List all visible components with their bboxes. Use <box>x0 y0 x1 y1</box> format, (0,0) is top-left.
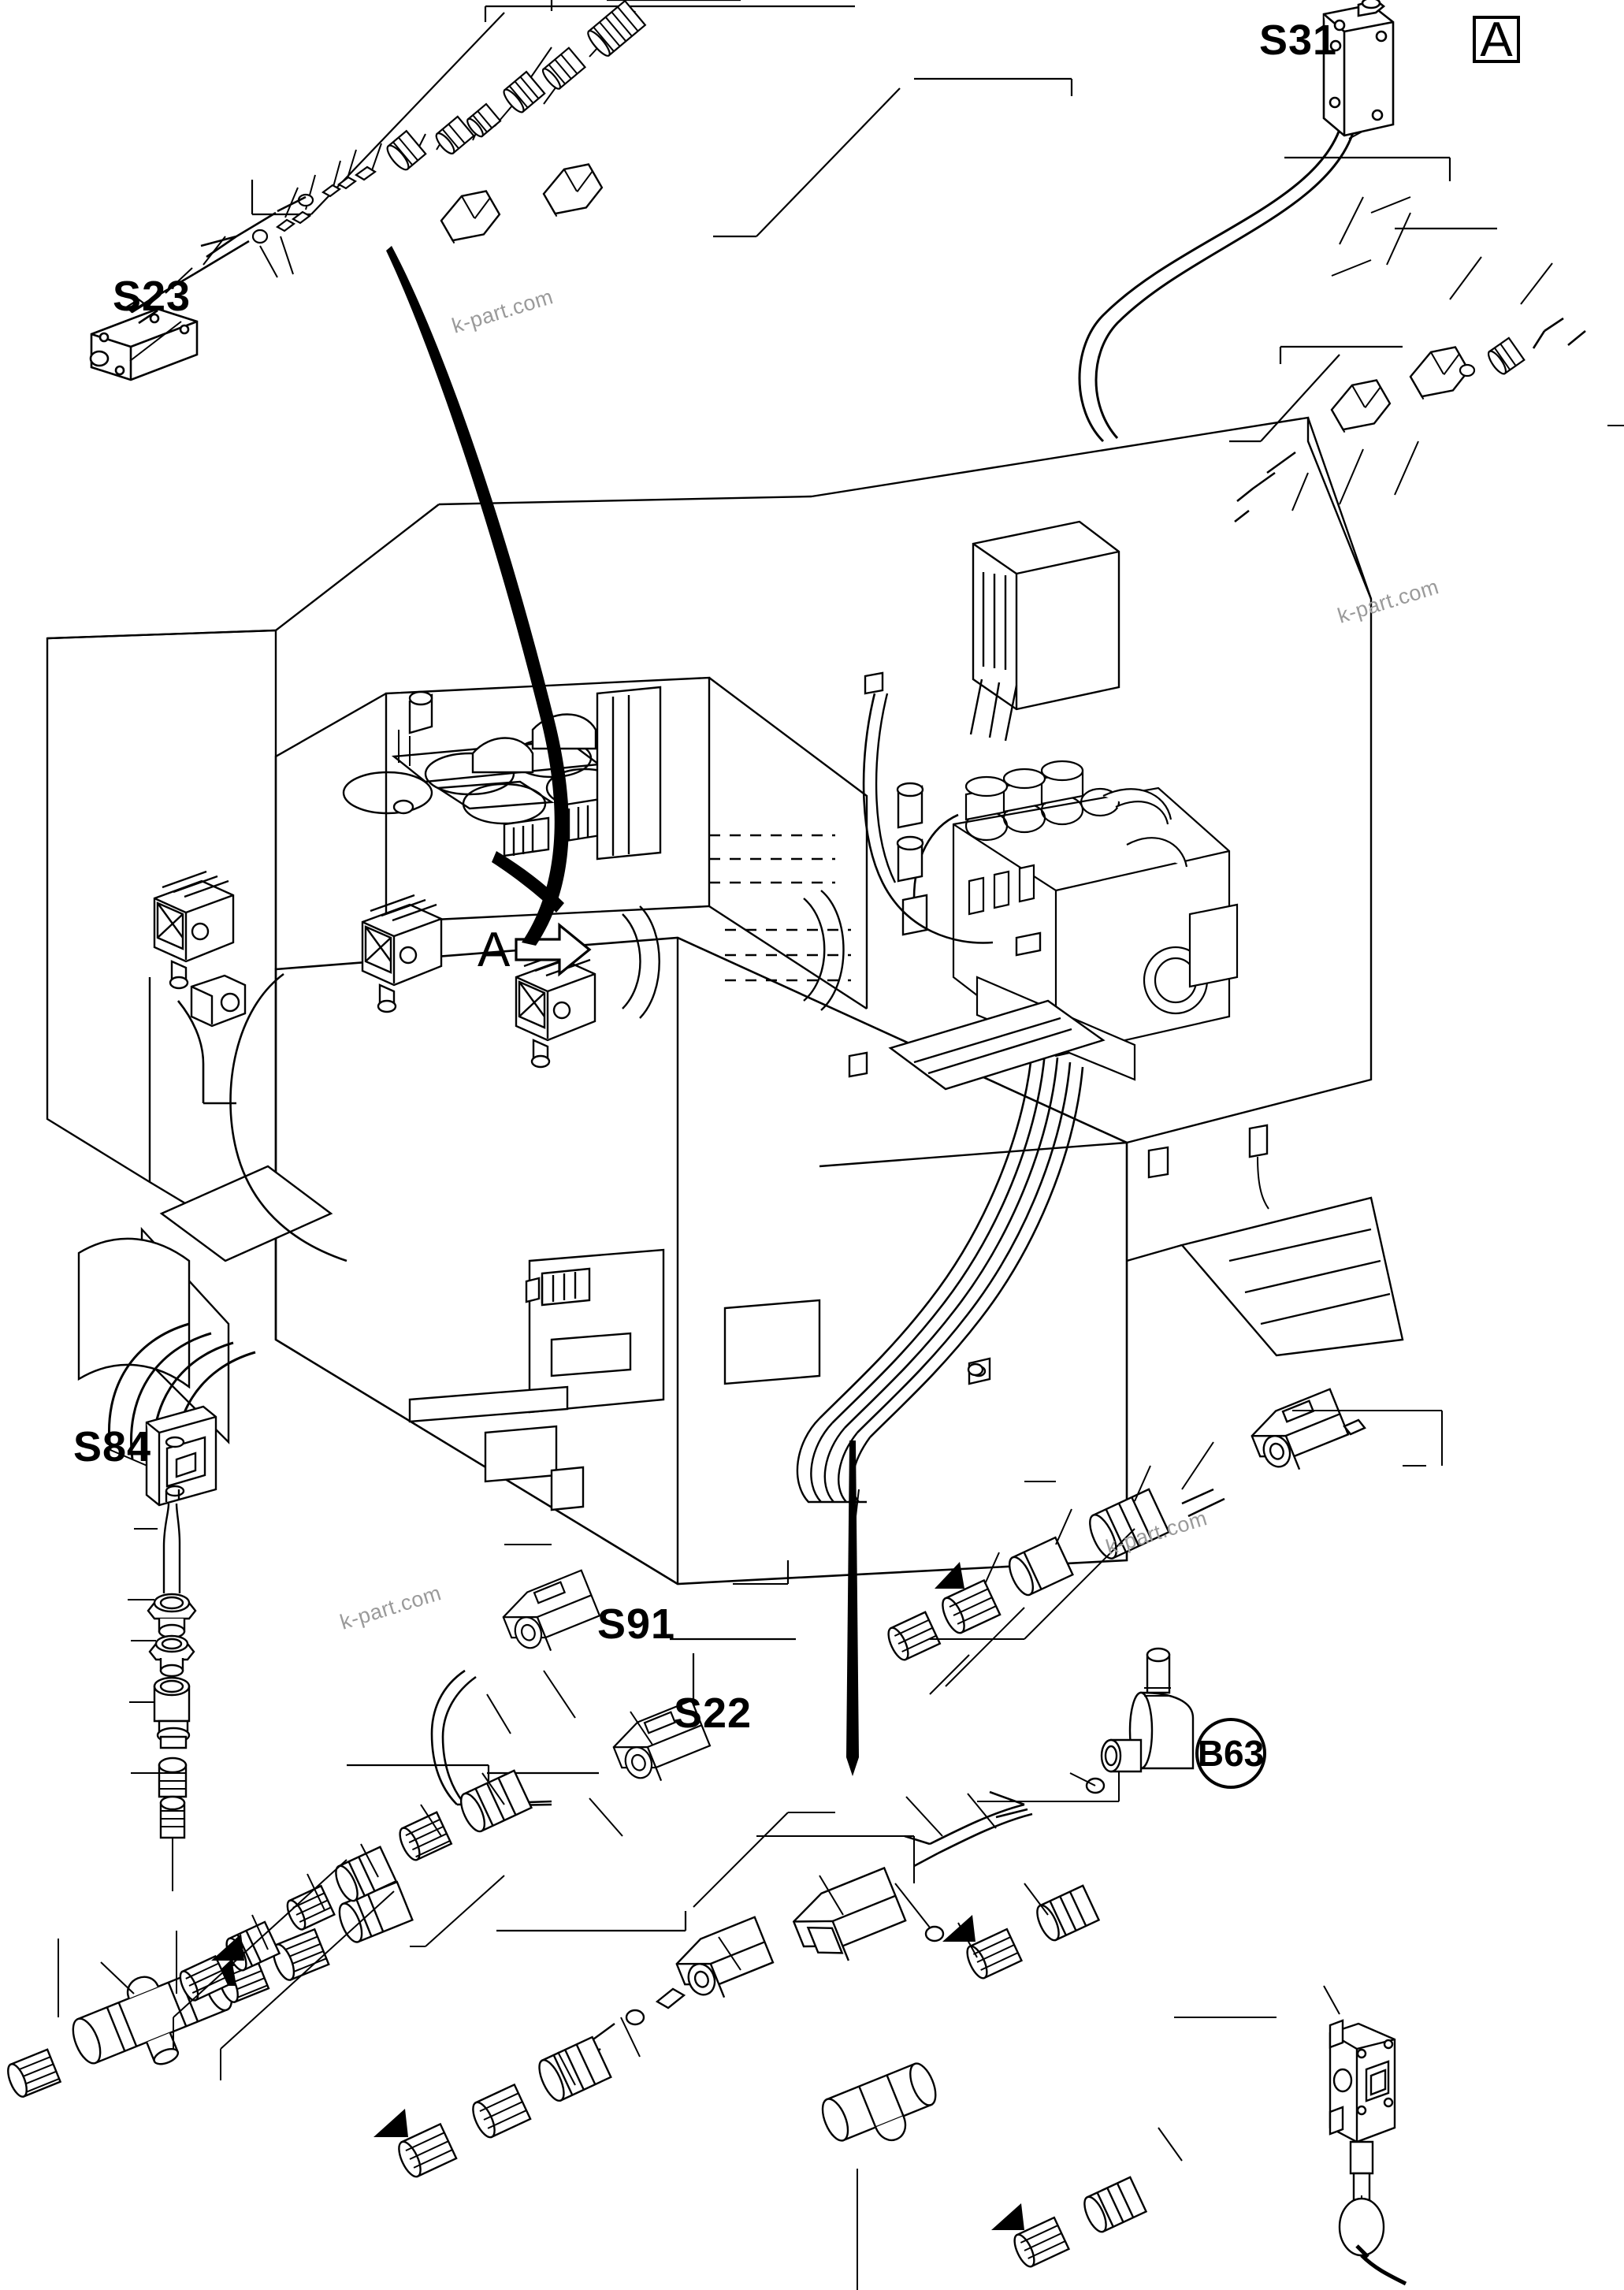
module-s31-box <box>1322 0 1395 137</box>
misc-bracket-lines <box>504 1465 1426 1695</box>
part-label-s91: S91 <box>597 1600 676 1648</box>
part-label-s84: S84 <box>73 1423 152 1470</box>
assembly-group-bottom-right <box>373 1765 1277 2290</box>
thick-pointer-lines <box>386 246 859 1776</box>
part-label-s22: S22 <box>674 1690 753 1737</box>
assembly-group-s91-s22 <box>347 1560 796 1932</box>
module-b63-fitting <box>1100 1647 1195 1773</box>
assembly-group-b63-harness <box>894 1772 1106 1942</box>
machine-body <box>46 416 1404 1586</box>
module-sensor-box-bottom-right <box>1323 1985 1407 2286</box>
detail-a-block-arrow <box>515 922 592 977</box>
assembly-group-s23-harness <box>124 210 312 362</box>
assembly-group-top-left <box>200 0 855 258</box>
circle-label-b63: B63 <box>1195 1718 1266 1789</box>
work-lamp-units <box>153 870 596 1105</box>
detail-callout-a: A <box>478 923 511 977</box>
part-label-s23: S23 <box>113 273 191 320</box>
assembly-group-top-right <box>713 71 1624 523</box>
assembly-group-s84-stack <box>128 1405 217 1891</box>
assembly-group-right-mid <box>850 1388 1443 1687</box>
section-marker-a: A <box>1473 13 1520 67</box>
part-label-s31: S31 <box>1259 17 1338 64</box>
assembly-group-bottom-center <box>173 1769 533 2080</box>
